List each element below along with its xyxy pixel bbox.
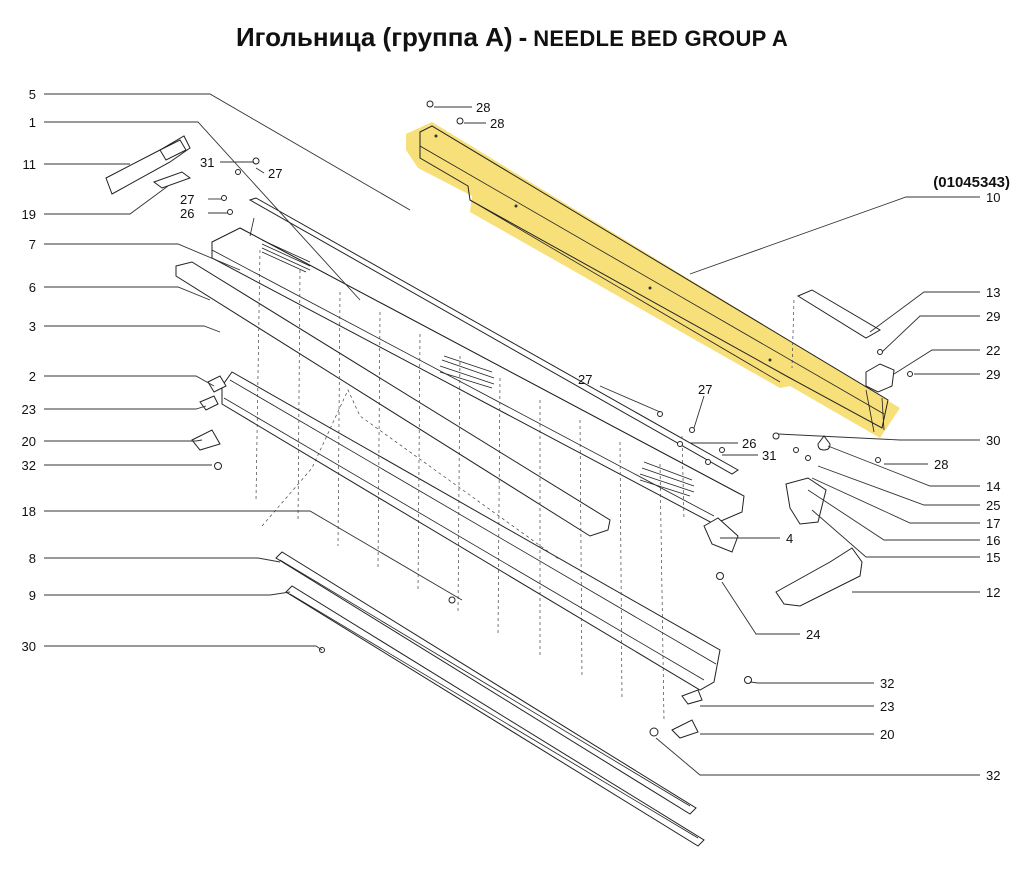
needle-combs — [261, 239, 695, 497]
callout-label: 29 — [986, 367, 1000, 382]
callout-label: 27 — [698, 382, 712, 397]
callout-label: 7 — [29, 237, 36, 252]
callout-label: 1 — [29, 115, 36, 130]
callout-label: 5 — [29, 87, 36, 102]
callout-label: 28 — [490, 116, 504, 131]
callout-label: 27 — [578, 372, 592, 387]
callout-label: 32 — [22, 458, 36, 473]
callout-label: 15 — [986, 550, 1000, 565]
part-12-block — [775, 547, 863, 607]
callout-label: 31 — [200, 155, 214, 170]
callout-label: 20 — [22, 434, 36, 449]
part-1-needle-bed — [211, 197, 745, 525]
part-19-plate — [152, 171, 192, 189]
callout-label: 17 — [986, 516, 1000, 531]
part-4-clip — [703, 517, 739, 553]
callout-label: 26 — [180, 206, 194, 221]
callouts-inner: 28 28 31 27 27 26 27 27 26 31 — [180, 100, 776, 463]
part-18-lower-rail — [221, 371, 721, 691]
callout-label: 28 — [934, 457, 948, 472]
callout-label: 13 — [986, 285, 1000, 300]
title-russian: Игольница (группа А) — [235, 22, 513, 52]
part-13-bracket — [796, 289, 881, 339]
part-number-label: (01045343) — [933, 174, 1010, 191]
part-8-bar — [275, 551, 697, 815]
callout-label: 24 — [806, 627, 820, 642]
diagram-title: Игольница (группа А)-NEEDLE BED GROUP A — [0, 22, 1024, 53]
part-22-block — [865, 363, 895, 393]
callout-label: 10 — [986, 190, 1000, 205]
part-10-upper-rail — [406, 122, 900, 438]
callout-label: 30 — [986, 433, 1000, 448]
callout-label: 16 — [986, 533, 1000, 548]
title-separator: - — [518, 22, 528, 52]
callouts-left: 5 1 11 19 7 6 3 2 23 20 32 18 8 9 30 — [22, 87, 36, 654]
callout-label: 9 — [29, 588, 36, 603]
callout-label: 18 — [22, 504, 36, 519]
callout-label: 27 — [180, 192, 194, 207]
callout-label: 3 — [29, 319, 36, 334]
callout-label: 28 — [476, 100, 490, 115]
callout-label: 23 — [22, 402, 36, 417]
part-14-knob — [817, 435, 831, 451]
callout-label: 32 — [986, 768, 1000, 783]
part-9-bar — [285, 585, 705, 847]
part-15-17-bracket — [785, 477, 827, 525]
callout-label: 32 — [880, 676, 894, 691]
callout-label: 29 — [986, 309, 1000, 324]
callout-label: 6 — [29, 280, 36, 295]
callout-label: 23 — [880, 699, 894, 714]
callouts-right: 10 13 29 22 29 30 28 14 25 17 16 15 4 12… — [786, 190, 1000, 783]
callout-label: 8 — [29, 551, 36, 566]
callout-label: 31 — [762, 448, 776, 463]
callout-label: 25 — [986, 498, 1000, 513]
callout-label: 12 — [986, 585, 1000, 600]
callout-label: 26 — [742, 436, 756, 451]
callout-label: 20 — [880, 727, 894, 742]
callout-label: 22 — [986, 343, 1000, 358]
callout-label: 4 — [786, 531, 793, 546]
assembly-lines — [255, 249, 795, 721]
leader-lines — [44, 93, 980, 776]
callout-label: 11 — [23, 157, 37, 172]
callout-label: 19 — [22, 207, 36, 222]
screws — [214, 100, 913, 737]
title-english: NEEDLE BED GROUP A — [533, 26, 789, 51]
callout-label: 2 — [29, 369, 36, 384]
part-11-bracket — [105, 135, 191, 195]
part-6-plate — [175, 261, 611, 537]
callout-label: 14 — [986, 479, 1000, 494]
callout-label: 27 — [268, 166, 282, 181]
callout-label: 30 — [22, 639, 36, 654]
